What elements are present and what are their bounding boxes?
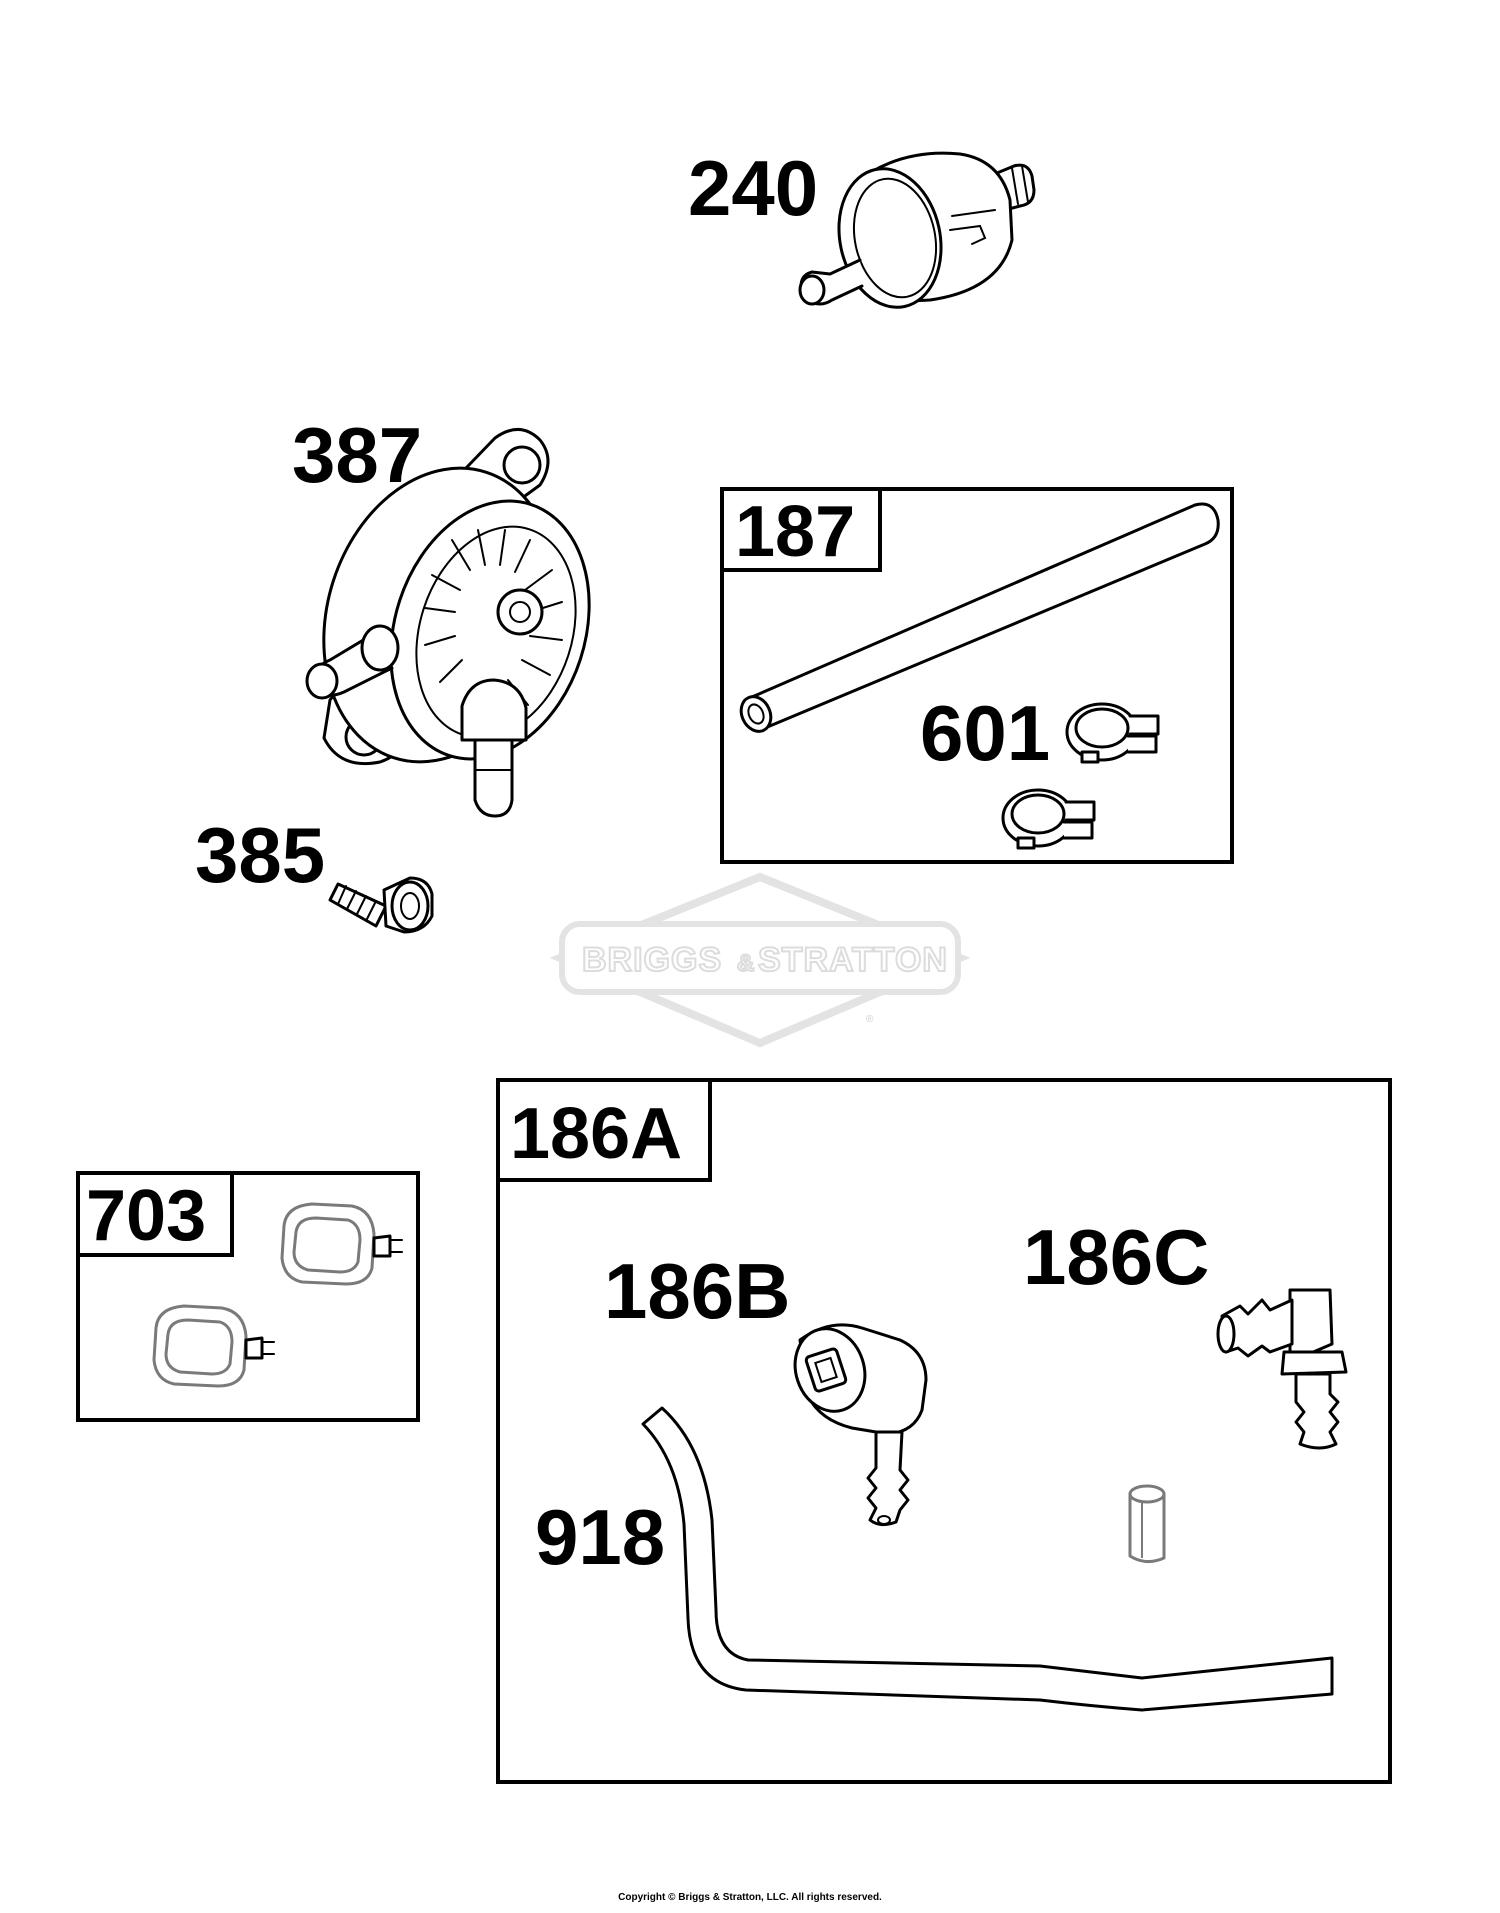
callout-387: 387 [292, 411, 422, 499]
watermark-brand-amp: & [737, 950, 755, 977]
callout-186b: 186B [604, 1247, 790, 1335]
callout-186a: 186A [510, 1094, 682, 1174]
briggs-stratton-logo-icon: BRIGGS & STRATTON ® [549, 872, 971, 1048]
bent-fuel-line-icon [641, 1406, 1334, 1712]
callout-240: 240 [688, 144, 818, 232]
copyright-notice: Copyright © Briggs & Stratton, LLC. All … [618, 1892, 882, 1903]
shutoff-valve-icon [793, 1323, 928, 1527]
callout-187: 187 [735, 492, 855, 572]
fuel-filter-icon [798, 151, 1036, 309]
bushing-icon [1128, 1484, 1166, 1563]
callout-601: 601 [920, 689, 1050, 777]
box-703: 703 [76, 1171, 420, 1422]
hose-clamp-icon [1001, 702, 1160, 850]
watermark-brand-right: STRATTON [758, 941, 948, 979]
callout-186c: 186C [1023, 1213, 1209, 1301]
callout-703: 703 [86, 1176, 206, 1256]
watermark-brand-left: BRIGGS [582, 941, 722, 979]
elbow-fitting-icon [1216, 1288, 1348, 1450]
spring-clip-icon [152, 1202, 403, 1388]
screw-icon [328, 876, 434, 934]
callout-918: 918 [535, 1493, 665, 1581]
fuel-pump-icon [305, 428, 591, 818]
box-186a: 186A [496, 1078, 1392, 1784]
fuel-line-icon [739, 502, 1220, 733]
box-187: 187 [720, 487, 1234, 864]
callout-385: 385 [195, 811, 325, 899]
watermark-registered: ® [866, 1014, 874, 1025]
